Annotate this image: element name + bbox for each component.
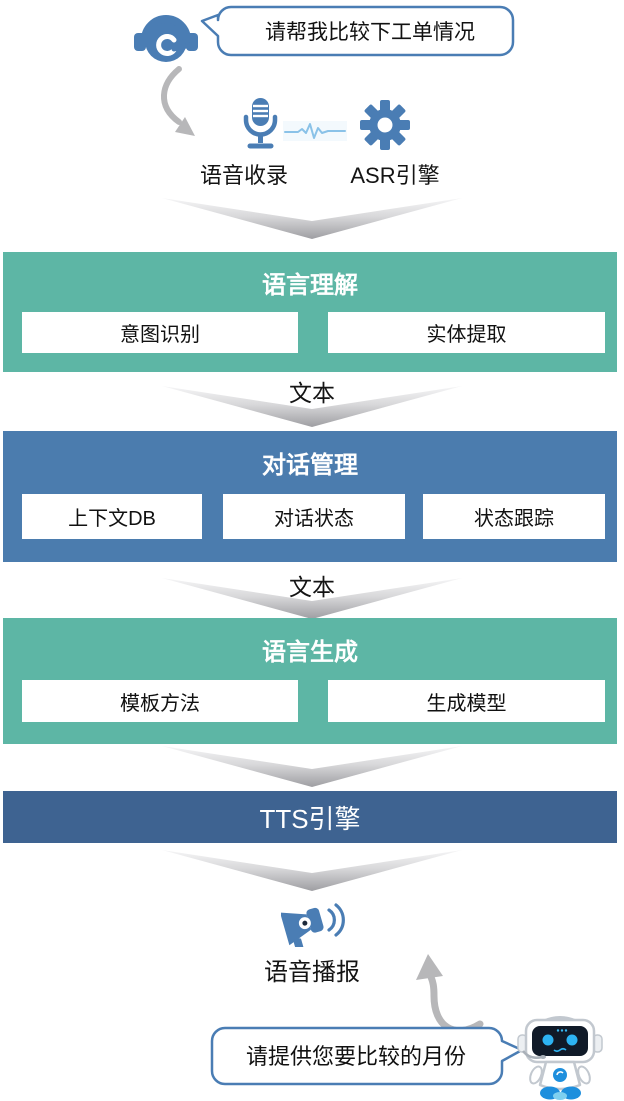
user-speech-bubble <box>200 5 515 57</box>
asr-engine-label: ASR引擎 <box>350 163 440 188</box>
tts-block: TTS引擎 <box>3 791 617 843</box>
nlu-block-title: 语言理解 <box>262 271 358 299</box>
waveform-icon <box>283 121 347 141</box>
nlu-block: 语言理解 意图识别 实体提取 <box>3 252 617 372</box>
text-flow-label-1: 文本 <box>289 380 335 406</box>
curved-arrow-down-icon <box>161 66 195 136</box>
chevron-down-arrow-4 <box>162 746 462 787</box>
nlg-item-generative-model: 生成模型 <box>328 680 605 722</box>
dm-item-dialog-state: 对话状态 <box>223 494 405 539</box>
dm-item-state-tracking: 状态跟踪 <box>423 494 605 539</box>
chevron-down-arrow-5 <box>162 850 462 891</box>
nlg-block: 语言生成 模板方法 生成模型 <box>3 618 617 744</box>
megaphone-icon <box>281 903 345 947</box>
dialog-management-title: 对话管理 <box>262 452 358 479</box>
bot-speech-bubble <box>210 1026 524 1086</box>
microphone-icon <box>243 98 278 149</box>
nlg-block-title: 语言生成 <box>262 638 358 666</box>
tts-block-title: TTS引擎 <box>259 803 361 834</box>
robot-icon <box>517 1016 603 1100</box>
dm-item-context-db: 上下文DB <box>22 494 202 539</box>
nlg-item-template-method: 模板方法 <box>22 680 298 722</box>
chevron-down-arrow-1 <box>162 198 462 239</box>
voice-broadcast-label: 语音播报 <box>264 959 360 986</box>
bot-bubble-text: 请提供您要比较的月份 <box>245 1044 466 1069</box>
dialog-management-block: 对话管理 上下文DB 对话状态 状态跟踪 <box>3 431 617 562</box>
gear-icon <box>360 100 410 150</box>
headset-icon <box>134 15 198 62</box>
user-bubble-text: 请帮我比较下工单情况 <box>265 21 475 44</box>
nlu-item-intent-recognition: 意图识别 <box>22 312 298 353</box>
text-flow-label-2: 文本 <box>289 574 335 600</box>
nlu-item-entity-extraction: 实体提取 <box>328 312 605 353</box>
voice-capture-label: 语音收录 <box>199 163 288 188</box>
